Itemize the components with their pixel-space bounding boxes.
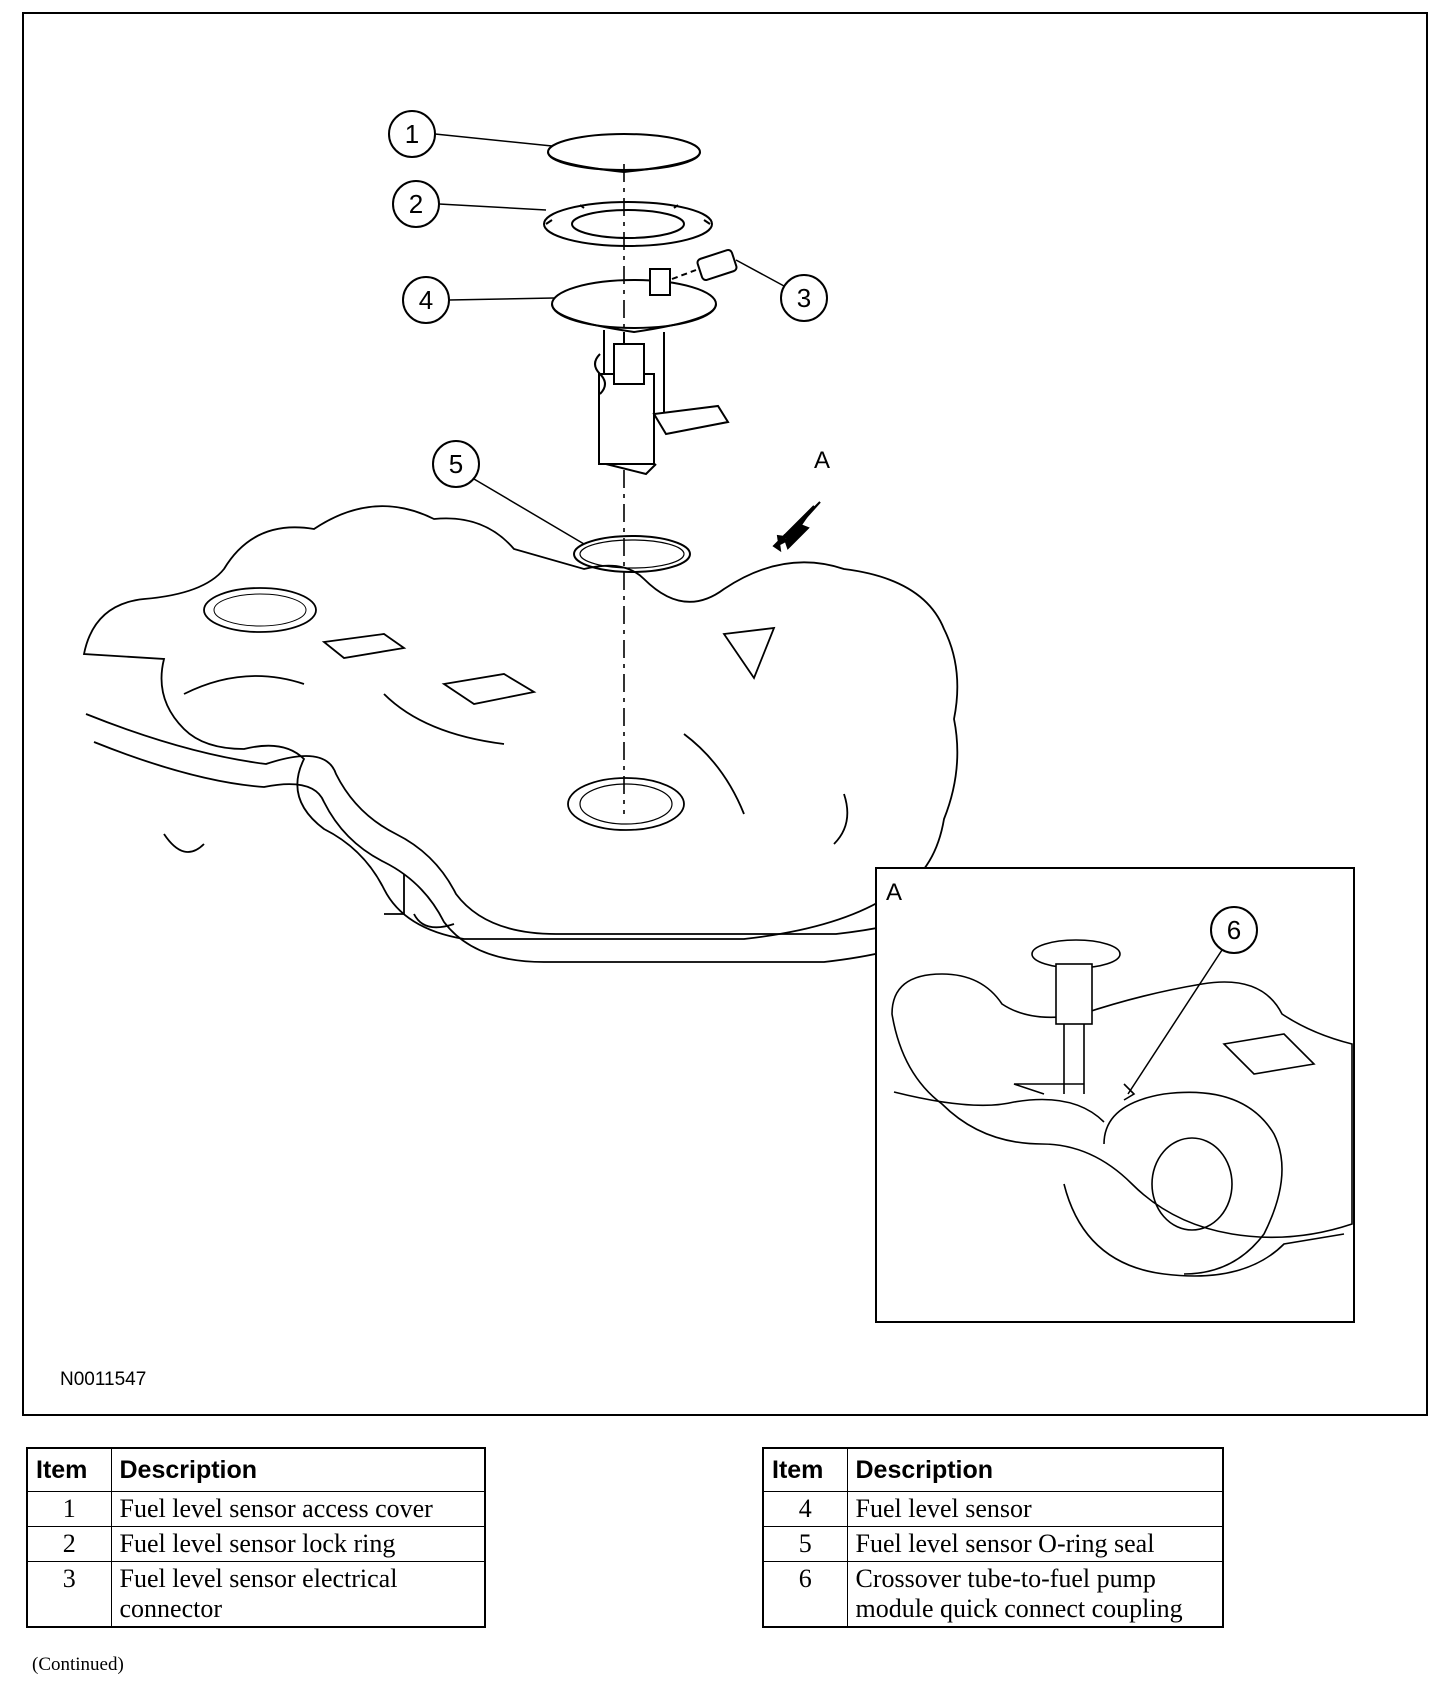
item-description: Crossover tube-to-fuel pump module quick… [846,1561,1224,1628]
legend-header-row: Item Description [26,1447,486,1492]
continued-note: (Continued) [32,1654,124,1675]
callout-2: 2 [392,180,547,228]
item-number: 6 [762,1561,848,1628]
callout-4-label: 4 [419,285,433,315]
callout-2-label: 2 [409,189,423,219]
callout-6: 6 [1127,906,1258,1095]
access-cover-part [547,133,701,174]
diagram-canvas: 1 2 3 4 5 A A [82,110,1355,1323]
callout-1-label: 1 [405,119,419,149]
callout-4: 4 [402,276,555,324]
inset-a-label: A [886,879,902,906]
fuel-tank-body [82,505,977,963]
view-a-label: A [814,447,830,474]
legend-table-right: Item Description 4 Fuel level sensor 5 F… [762,1447,1224,1628]
table-row: 3 Fuel level sensor electrical connector [26,1561,486,1628]
callout-5-label: 5 [449,449,463,479]
table-row: 6 Crossover tube-to-fuel pump module qui… [762,1561,1224,1628]
table-row: 4 Fuel level sensor [762,1491,1224,1527]
exploded-diagram-figure: 1 2 3 4 5 A A [22,12,1428,1416]
callout-3-label: 3 [797,283,811,313]
o-ring-seal-part [573,535,691,573]
item-description: Fuel level sensor O-ring seal [846,1526,1224,1562]
item-description: Fuel level sensor lock ring [110,1526,486,1562]
table-row: 5 Fuel level sensor O-ring seal [762,1526,1224,1562]
header-description: Description [846,1447,1224,1492]
header-item: Item [26,1447,112,1492]
figure-id-label: N0011547 [60,1369,147,1390]
item-description: Fuel level sensor electrical connector [110,1561,486,1628]
electrical-connector-part [671,249,738,281]
item-number: 2 [26,1526,112,1562]
item-number: 4 [762,1491,848,1527]
callout-3: 3 [735,259,828,322]
legend-table-left: Item Description 1 Fuel level sensor acc… [26,1447,486,1628]
header-description: Description [110,1447,486,1492]
table-row: 2 Fuel level sensor lock ring [26,1526,486,1562]
header-item: Item [762,1447,848,1492]
lock-ring-part [543,201,713,247]
item-description: Fuel level sensor access cover [110,1491,486,1527]
fuel-level-sensor-part [551,268,730,476]
inset-view-a: A 6 [875,867,1355,1323]
item-number: 1 [26,1491,112,1527]
callout-1: 1 [388,110,553,158]
item-number: 5 [762,1526,848,1562]
table-row: 1 Fuel level sensor access cover [26,1491,486,1527]
item-number: 3 [26,1561,112,1628]
callout-5: 5 [432,440,585,545]
legend-header-row: Item Description [762,1447,1224,1492]
item-description: Fuel level sensor [846,1491,1224,1527]
callout-6-label: 6 [1227,915,1241,945]
